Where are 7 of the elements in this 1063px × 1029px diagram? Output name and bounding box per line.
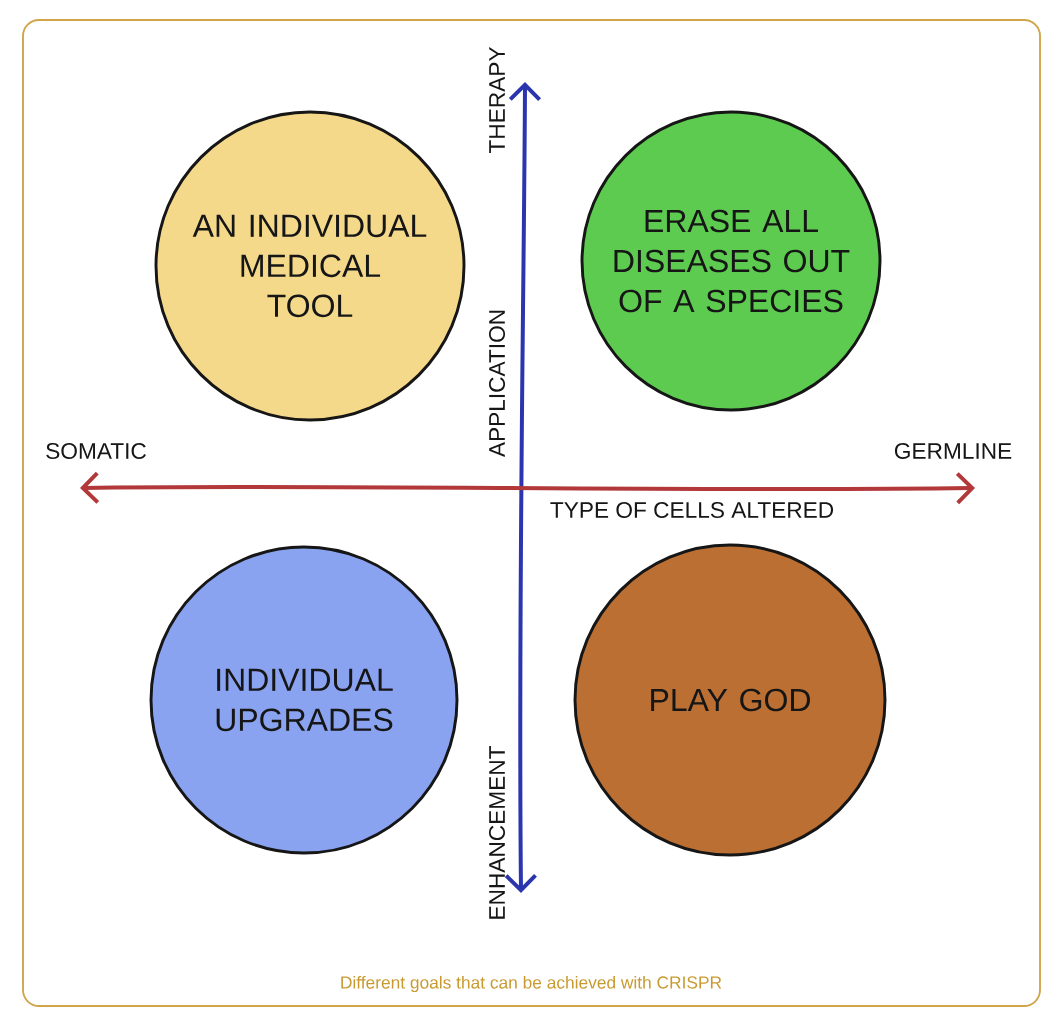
axis-label: TYPE OF CELLS ALTERED xyxy=(550,501,834,519)
axis-label: ENHANCEMENT xyxy=(489,746,506,919)
caption: Different goals that can be achieved with CRISPR xyxy=(341,975,722,993)
axis-label: SOMATIC xyxy=(46,442,146,460)
axis-label: GERMLINE xyxy=(894,442,1012,460)
axis-label: APPLICATION xyxy=(489,310,506,458)
axis-label: THERAPY xyxy=(489,46,505,153)
